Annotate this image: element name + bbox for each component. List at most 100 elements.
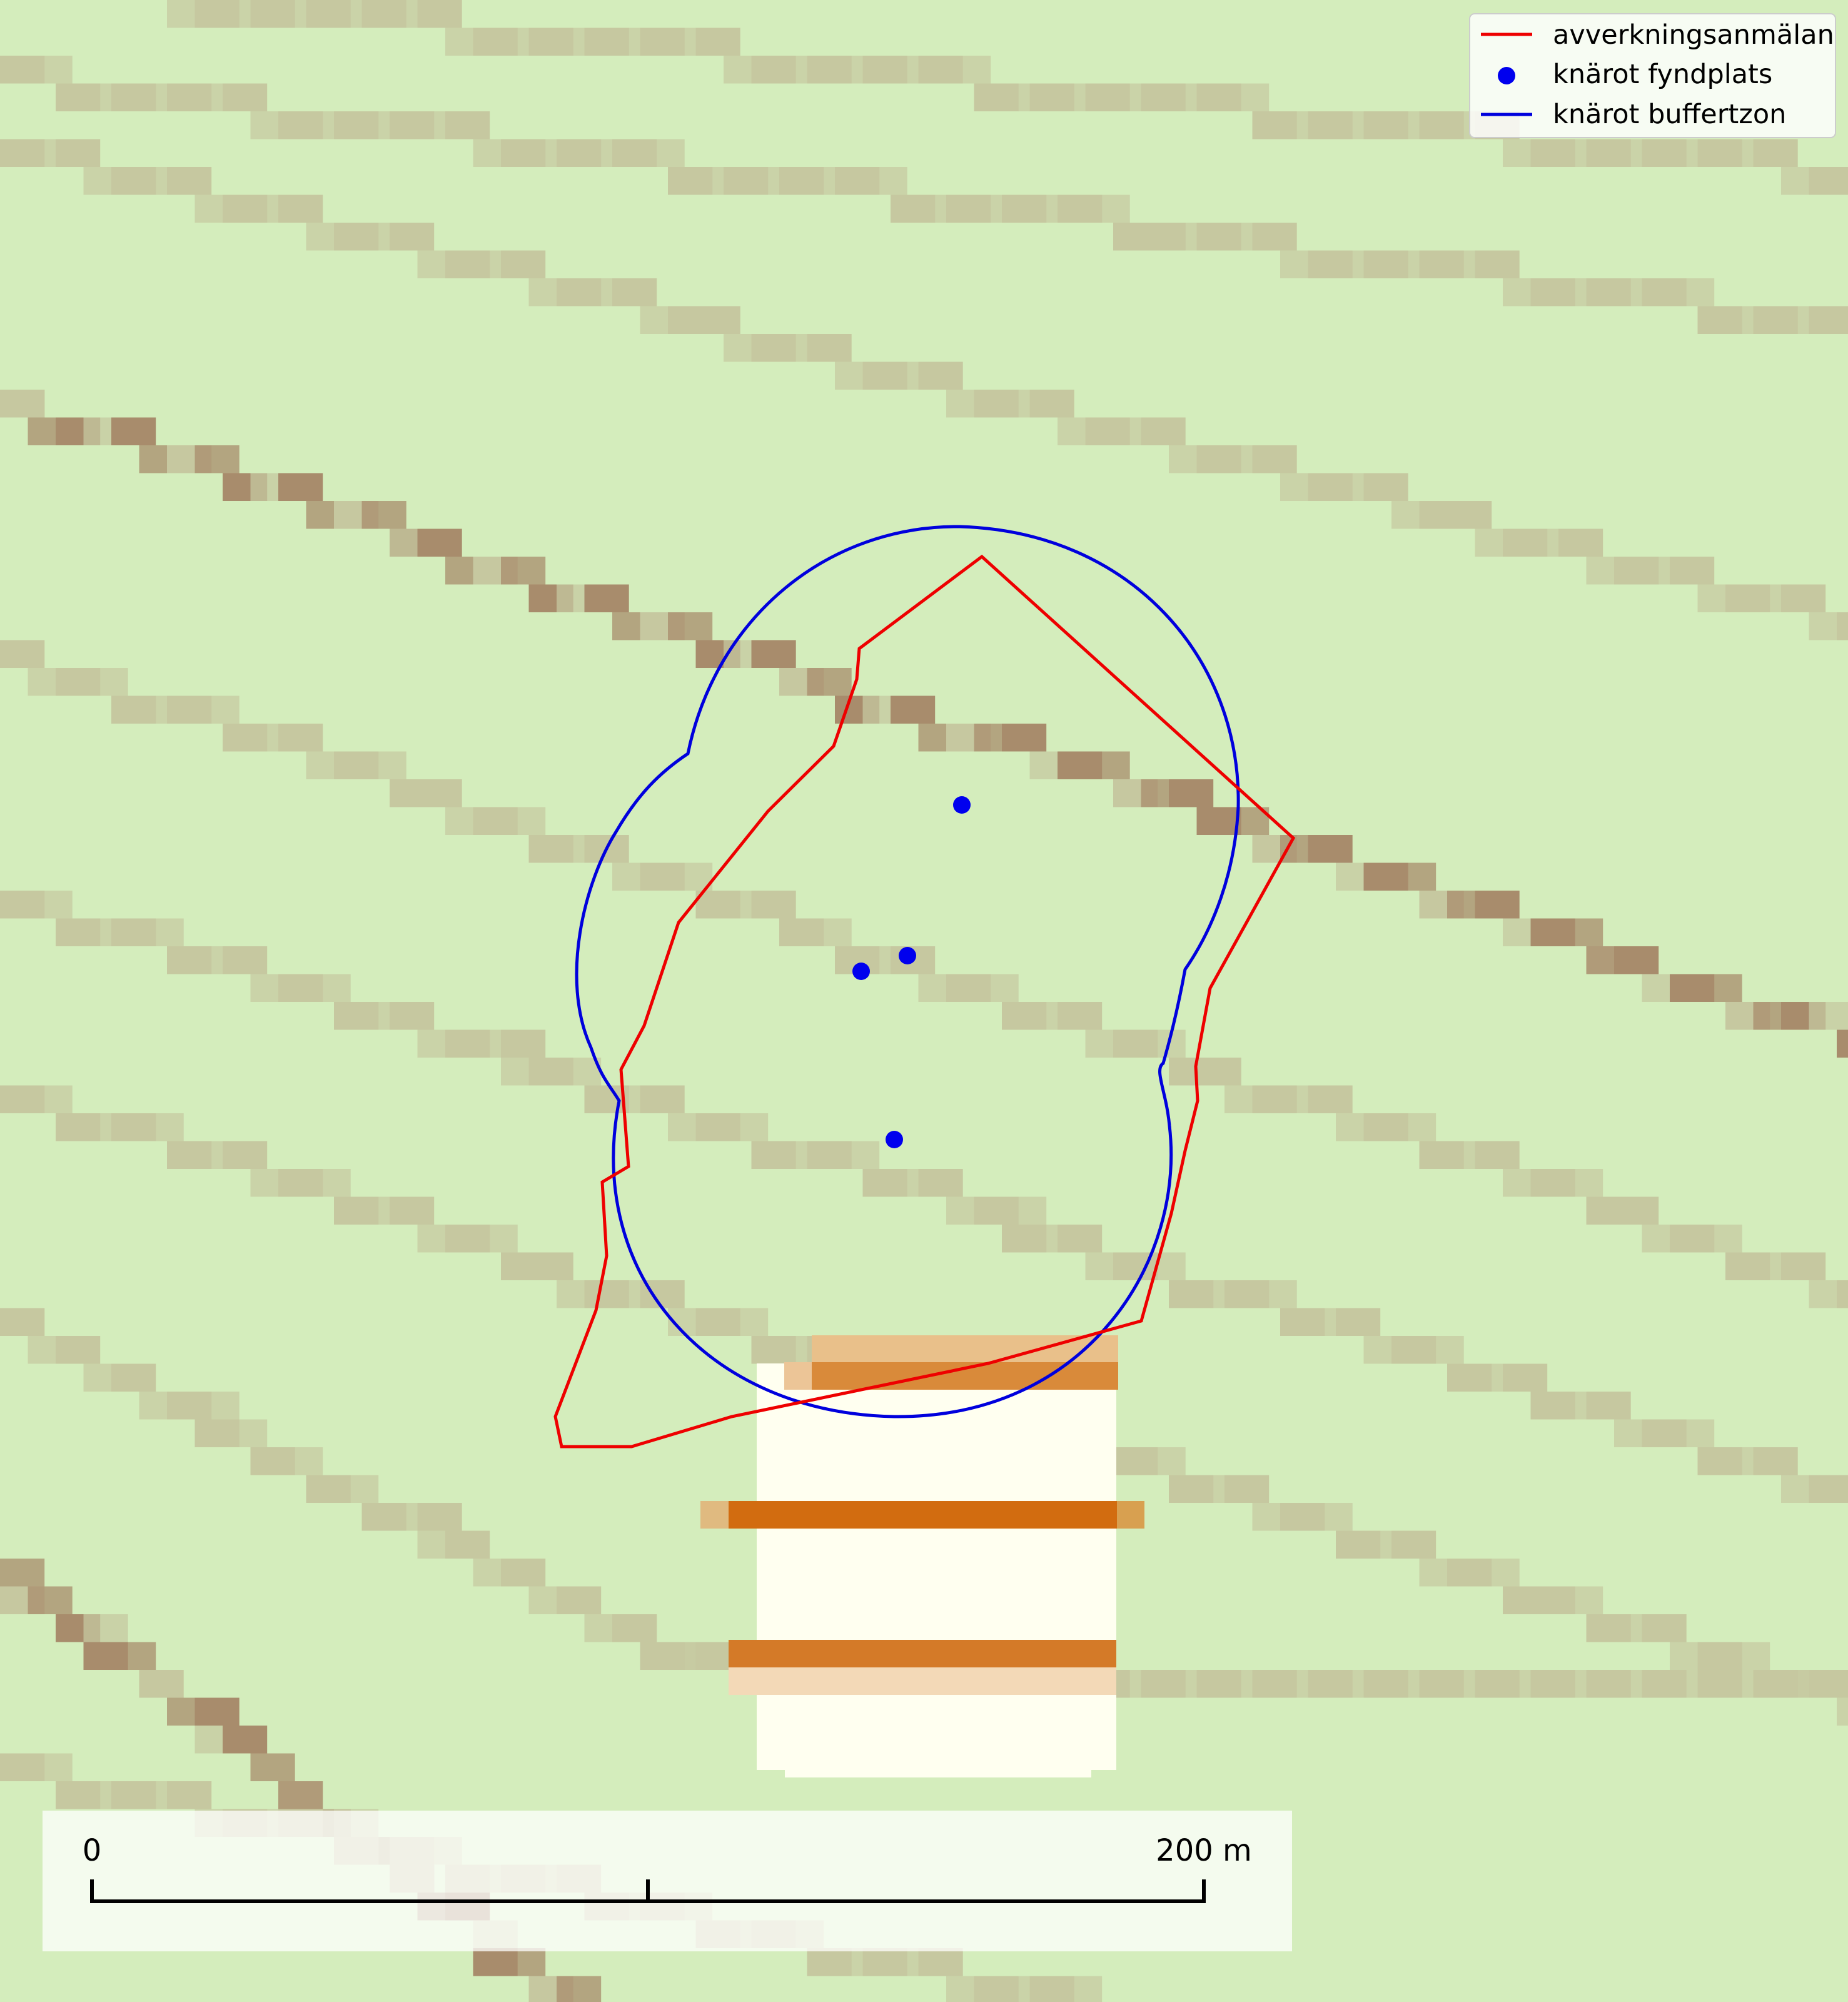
terrain-cell [0, 1308, 45, 1336]
terrain-cell [612, 278, 657, 306]
terrain-cell [223, 946, 268, 974]
terrain-cell [361, 501, 406, 529]
terrain-cell [361, 751, 406, 779]
terrain-cell [417, 779, 462, 807]
terrain-cell [1837, 1029, 1848, 1058]
terrain-cell [1058, 1225, 1103, 1253]
find-point[interactable] [899, 947, 916, 964]
terrain-cell [918, 1948, 963, 1976]
terrain-cell [1058, 1976, 1103, 2002]
scale-bar-start-label: 0 [83, 1833, 102, 1868]
terrain-cell [1586, 1392, 1631, 1420]
terrain-cell [334, 1475, 379, 1503]
terrain-cell [223, 1726, 268, 1754]
clearing-band-middle [729, 1501, 1144, 1529]
terrain-cell [1558, 1586, 1603, 1614]
terrain-cell [1475, 891, 1520, 919]
terrain-cell [1058, 1002, 1103, 1030]
scale-bar-end-label: 200 m [1156, 1833, 1252, 1868]
legend: avverkningsanmälan knärot fyndplats knär… [1469, 13, 1836, 138]
terrain-cell [946, 56, 991, 84]
terrain-cell [306, 1169, 351, 1197]
terrain-cell [1447, 501, 1492, 529]
terrain-cell [835, 1141, 880, 1169]
terrain-cell [139, 918, 184, 946]
terrain-cell [1725, 1642, 1770, 1670]
terrain-cell [28, 1586, 73, 1614]
terrain-cell [223, 1419, 268, 1447]
terrain-cell [1252, 223, 1297, 251]
terrain-cell [1837, 612, 1848, 640]
terrain-cell [223, 1141, 268, 1169]
clearing-body-lower [785, 1764, 1091, 1777]
terrain-cell [417, 0, 462, 28]
terrain-cell [695, 28, 740, 56]
terrain-cell [1196, 1058, 1241, 1086]
terrain-cell [1224, 807, 1270, 835]
terrain-cell [390, 1196, 435, 1225]
terrain-cell [83, 1614, 128, 1642]
terrain-cell [501, 250, 546, 278]
terrain-cell [194, 695, 240, 724]
terrain-cell [501, 1948, 546, 1976]
terrain-cell [194, 1697, 240, 1726]
terrain-cell [1475, 250, 1520, 278]
clearing-area [700, 1335, 1144, 1777]
terrain-cell [1837, 1475, 1848, 1503]
terrain-cell [56, 1336, 101, 1364]
terrain-cell [528, 1252, 573, 1280]
terrain-cell [584, 584, 629, 612]
terrain-cell [1224, 1475, 1270, 1503]
terrain-cell [223, 83, 268, 111]
find-point[interactable] [886, 1131, 903, 1148]
terrain-cell [445, 1530, 490, 1559]
terrain-cell [111, 417, 156, 445]
terrain-cell [1837, 1670, 1848, 1698]
terrain-cell [1837, 1697, 1848, 1726]
terrain-cell [1308, 835, 1353, 863]
terrain-cell [306, 974, 351, 1002]
terrain-cell [1697, 974, 1742, 1002]
legend-buffer-label: knärot buffertzon [1553, 99, 1786, 130]
terrain-cell [194, 1392, 240, 1420]
terrain-cell [501, 1559, 546, 1587]
terrain-cell [1503, 1363, 1548, 1392]
terrain-cell [1336, 1308, 1381, 1336]
terrain-cell [557, 1976, 602, 2002]
terrain-cell [0, 640, 45, 668]
terrain-cell [1837, 1280, 1848, 1308]
terrain-cell [1781, 584, 1826, 612]
find-point[interactable] [953, 796, 971, 814]
terrain-cell [1085, 195, 1130, 223]
terrain-cell [417, 528, 462, 557]
terrain-cell [1141, 1029, 1186, 1058]
terrain-cell [1141, 417, 1186, 445]
terrain-cell [390, 1002, 435, 1030]
terrain-cell [250, 1753, 295, 1781]
terrain-cell [501, 557, 546, 585]
terrain-cell [1002, 1196, 1047, 1225]
terrain-cell [0, 1559, 45, 1587]
terrain-cell [28, 891, 73, 919]
terrain-cell [1753, 139, 1798, 167]
terrain-cell [167, 1781, 212, 1809]
terrain-cell [640, 1085, 685, 1113]
terrain-cell [668, 612, 713, 640]
terrain-cell [557, 1586, 602, 1614]
terrain-cell [695, 306, 740, 334]
terrain-cell [1391, 1113, 1436, 1141]
find-point[interactable] [852, 963, 870, 980]
terrain-cell [473, 1225, 518, 1253]
terrain-cell [918, 361, 963, 390]
terrain-cell [1029, 390, 1074, 418]
terrain-cell [751, 640, 796, 668]
terrain-cell [1002, 724, 1047, 752]
terrain-cell [1475, 1141, 1520, 1169]
terrain-cell [974, 974, 1019, 1002]
terrain-cell [862, 167, 907, 195]
terrain-cell [28, 56, 73, 84]
terrain-cell [28, 1753, 73, 1781]
terrain-cell [1670, 557, 1715, 585]
